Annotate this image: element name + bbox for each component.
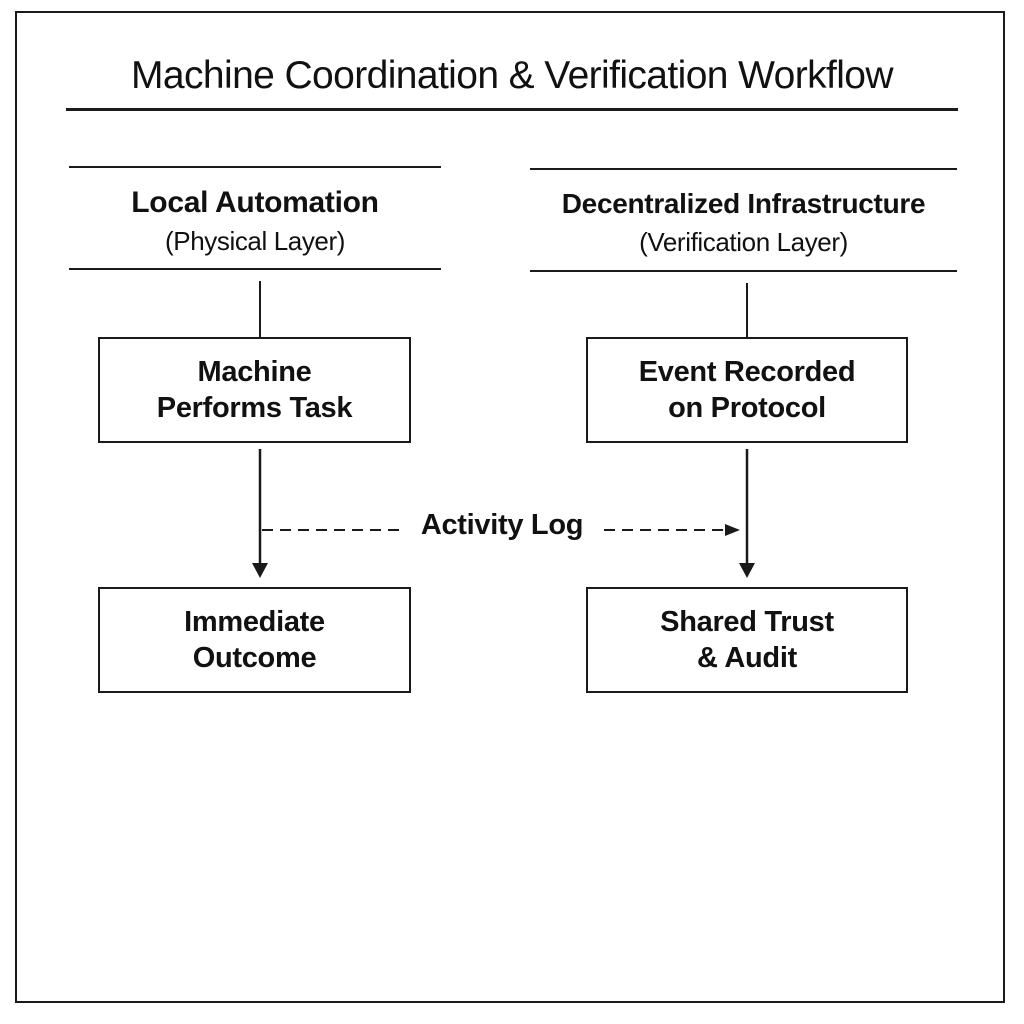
event-recorded-box: Event Recorded on Protocol — [586, 337, 908, 443]
activity-log-arrowhead — [725, 524, 740, 536]
right-header-top-rule — [530, 168, 957, 170]
diagram-frame — [15, 11, 1005, 1003]
activity-log-label: Activity Log — [404, 505, 600, 545]
box-line: Performs Task — [156, 392, 353, 424]
right-column-heading: Decentralized Infrastructure — [561, 188, 926, 219]
left-header-connector — [259, 281, 261, 337]
shared-trust-box: Shared Trust & Audit — [586, 587, 908, 693]
left-flow-arrowhead — [252, 563, 268, 578]
right-header-connector — [746, 283, 748, 337]
machine-performs-task-box: Machine Performs Task — [98, 337, 411, 443]
right-flow-arrowhead — [739, 563, 755, 578]
left-column-header: Local Automation (Physical Layer) — [69, 183, 441, 259]
left-column-subheading: (Physical Layer) — [165, 226, 345, 256]
box-line: Shared Trust — [660, 606, 834, 638]
immediate-outcome-box: Immediate Outcome — [98, 587, 411, 693]
box-line: Machine — [197, 356, 312, 388]
box-line: on Protocol — [668, 392, 826, 424]
box-line: Immediate — [184, 606, 325, 638]
right-column-subheading: (Verification Layer) — [639, 227, 848, 257]
left-header-top-rule — [69, 166, 441, 168]
diagram-title: Machine Coordination & Verification Work… — [131, 54, 894, 97]
left-header-bottom-rule — [69, 268, 441, 270]
box-line: Outcome — [192, 642, 317, 674]
title-underline — [66, 108, 958, 111]
box-line: & Audit — [697, 642, 797, 674]
box-line: Event Recorded — [638, 356, 856, 388]
right-column-header: Decentralized Infrastructure (Verificati… — [530, 184, 957, 260]
left-column-heading: Local Automation — [131, 186, 379, 219]
right-header-bottom-rule — [530, 270, 957, 272]
